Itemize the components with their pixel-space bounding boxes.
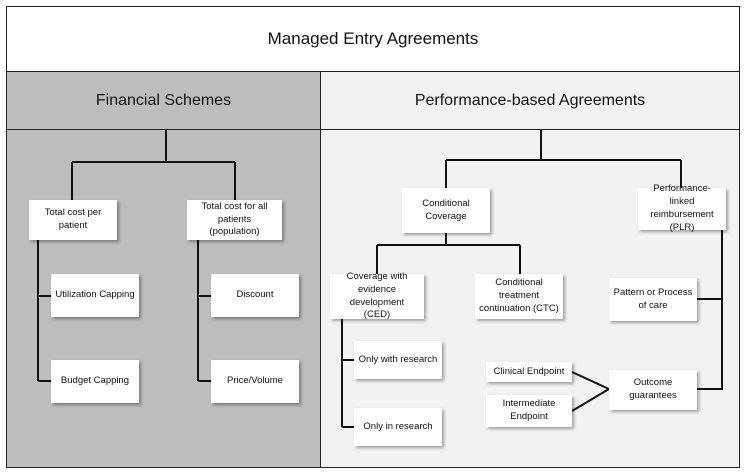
performance-agreements-header-box <box>320 71 740 130</box>
budget-capping-box: Budget Capping <box>51 360 139 403</box>
clinical-endpoint-box: Clinical Endpoint <box>486 362 572 382</box>
performance-agreements-header: Performance-based Agreements <box>414 91 646 109</box>
ctc-box: Conditional treatment continuation (CTC) <box>475 274 563 319</box>
connector-population-children <box>197 240 211 382</box>
conditional-coverage-box: Conditional Coverage <box>402 188 490 233</box>
connector-endpoints <box>571 371 610 412</box>
total-cost-per-patient-box: Total cost per patient <box>29 200 117 240</box>
connector-financial-root <box>71 130 236 200</box>
pattern-process-care-box: Pattern or Process of care <box>609 278 697 321</box>
connector-performance-root <box>445 130 682 188</box>
utilization-capping-box: Utilization Capping <box>51 274 139 317</box>
connector-plr-children <box>697 230 723 390</box>
financial-schemes-header: Financial Schemes <box>95 91 232 109</box>
only-with-research-box: Only with research <box>354 341 442 379</box>
connector-ced-children <box>341 319 354 428</box>
total-cost-population-box: Total cost for all patients (population) <box>187 200 282 240</box>
connector-coverage-children <box>376 233 521 274</box>
plr-box: Performance-linked reimbursement (PLR) <box>638 183 726 233</box>
title-panel <box>6 6 740 72</box>
price-volume-box: Price/Volume <box>211 360 299 403</box>
ced-box: Coverage with evidence development (CED) <box>330 271 424 320</box>
diagram-title: Managed Entry Agreements <box>267 29 479 48</box>
discount-box: Discount <box>211 274 299 317</box>
intermediate-endpoint-box: Intermediate Endpoint <box>486 395 572 427</box>
outcome-guarantees-box: Outcome guarantees <box>609 370 697 410</box>
only-in-research-box: Only in research <box>354 408 442 446</box>
connector-per-patient-children <box>37 240 51 382</box>
